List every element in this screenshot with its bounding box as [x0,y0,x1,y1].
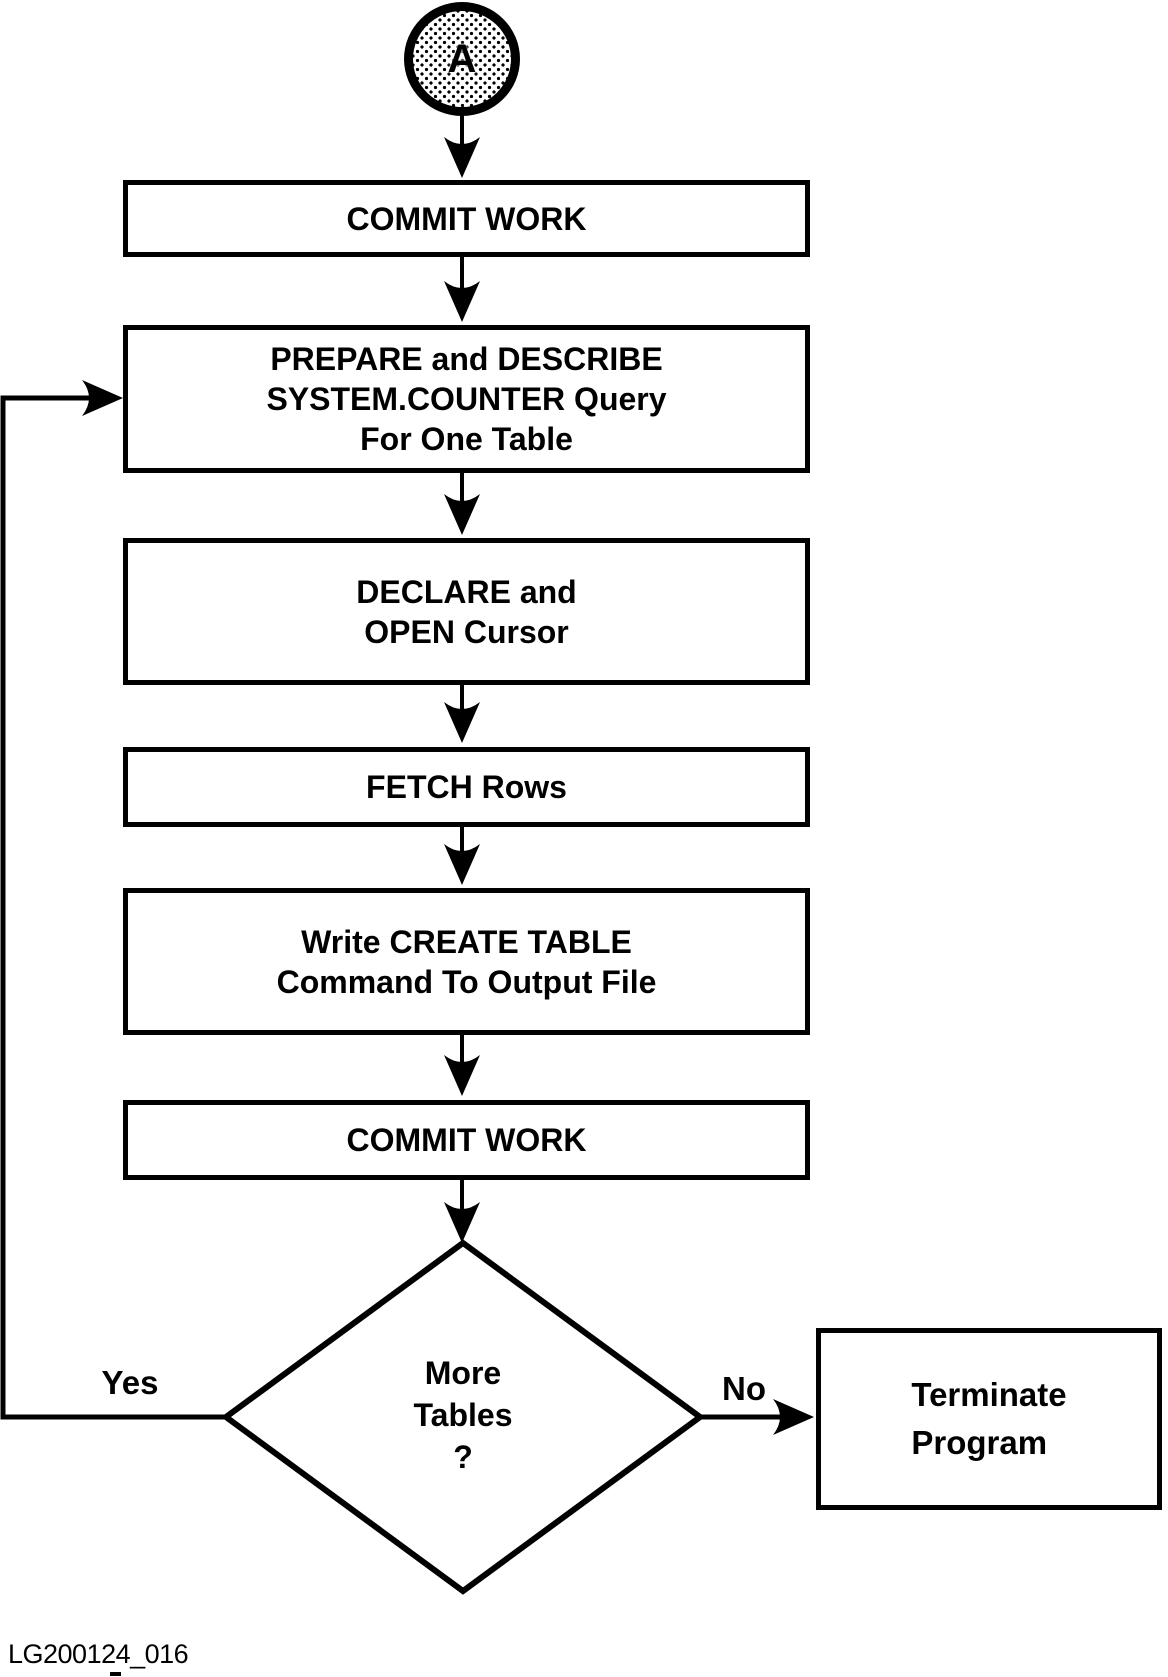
node-label-line: COMMIT WORK [346,200,587,237]
arrowhead-into-decision [444,1202,480,1243]
process-prepare-describe: PREPARE and DESCRIBE SYSTEM.COUNTER Quer… [123,325,810,473]
decision-label-line: More [424,1355,502,1391]
node-label-line: Command To Output File [276,963,657,1000]
arrowhead-into-terminate [773,1399,814,1435]
node-label-line: OPEN Cursor [364,613,569,650]
node-label: FETCH Rows [366,767,567,807]
node-label: COMMIT WORK [347,1120,587,1160]
yes-loop-line [0,395,226,1420]
arrowhead-into-prepare [444,281,480,322]
figure-caption: LG200124_016 [8,1639,189,1669]
node-label: DECLARE and OPEN Cursor [356,572,576,652]
node-label: Write CREATE TABLE Command To Output Fil… [277,922,657,1002]
connector-a-label: A [447,37,477,81]
node-label-line: PREPARE and DESCRIBE [270,341,663,377]
arrowhead-into-fetch [444,702,480,743]
scan-artifact-mark [110,1672,121,1676]
decision-more-tables-label: More Tables ? [363,1352,563,1478]
node-label-line: SYSTEM.COUNTER Query [266,381,667,417]
arrowhead-into-commit1 [444,137,480,178]
node-label: COMMIT WORK [347,199,587,239]
down-arrowheads [444,137,480,1243]
decision-diamond [220,1239,706,1595]
arrowhead-into-commit2 [444,1055,480,1096]
node-label-line: Write CREATE TABLE [301,923,632,960]
process-commit-work-2: COMMIT WORK [123,1100,810,1180]
node-label-line: Program [911,1424,1048,1461]
arrowhead-into-declare [444,494,480,535]
node-label-line: FETCH Rows [366,769,567,805]
decision-label-line: Tables [413,1397,513,1433]
branch-label-no: No [722,1370,766,1407]
arrowhead-loop-into-prepare [82,380,123,416]
arrowhead-into-write [444,844,480,885]
terminal-terminate-program: Terminate Program [816,1328,1162,1510]
process-commit-work-1: COMMIT WORK [123,180,810,257]
node-label-line: Terminate [911,1376,1067,1413]
process-fetch-rows: FETCH Rows [123,747,810,827]
node-label-line: DECLARE and [356,573,577,610]
process-write-create-table: Write CREATE TABLE Command To Output Fil… [123,888,810,1035]
process-declare-open-cursor: DECLARE and OPEN Cursor [123,538,810,685]
node-label-line: For One Table [360,421,573,457]
branch-label-yes: Yes [101,1364,159,1401]
decision-label-line: ? [453,1439,473,1475]
node-label: Terminate Program [911,1371,1066,1467]
node-label: PREPARE and DESCRIBE SYSTEM.COUNTER Quer… [266,339,666,459]
connector-a: A [404,2,520,116]
node-label-line: COMMIT WORK [346,1122,587,1158]
